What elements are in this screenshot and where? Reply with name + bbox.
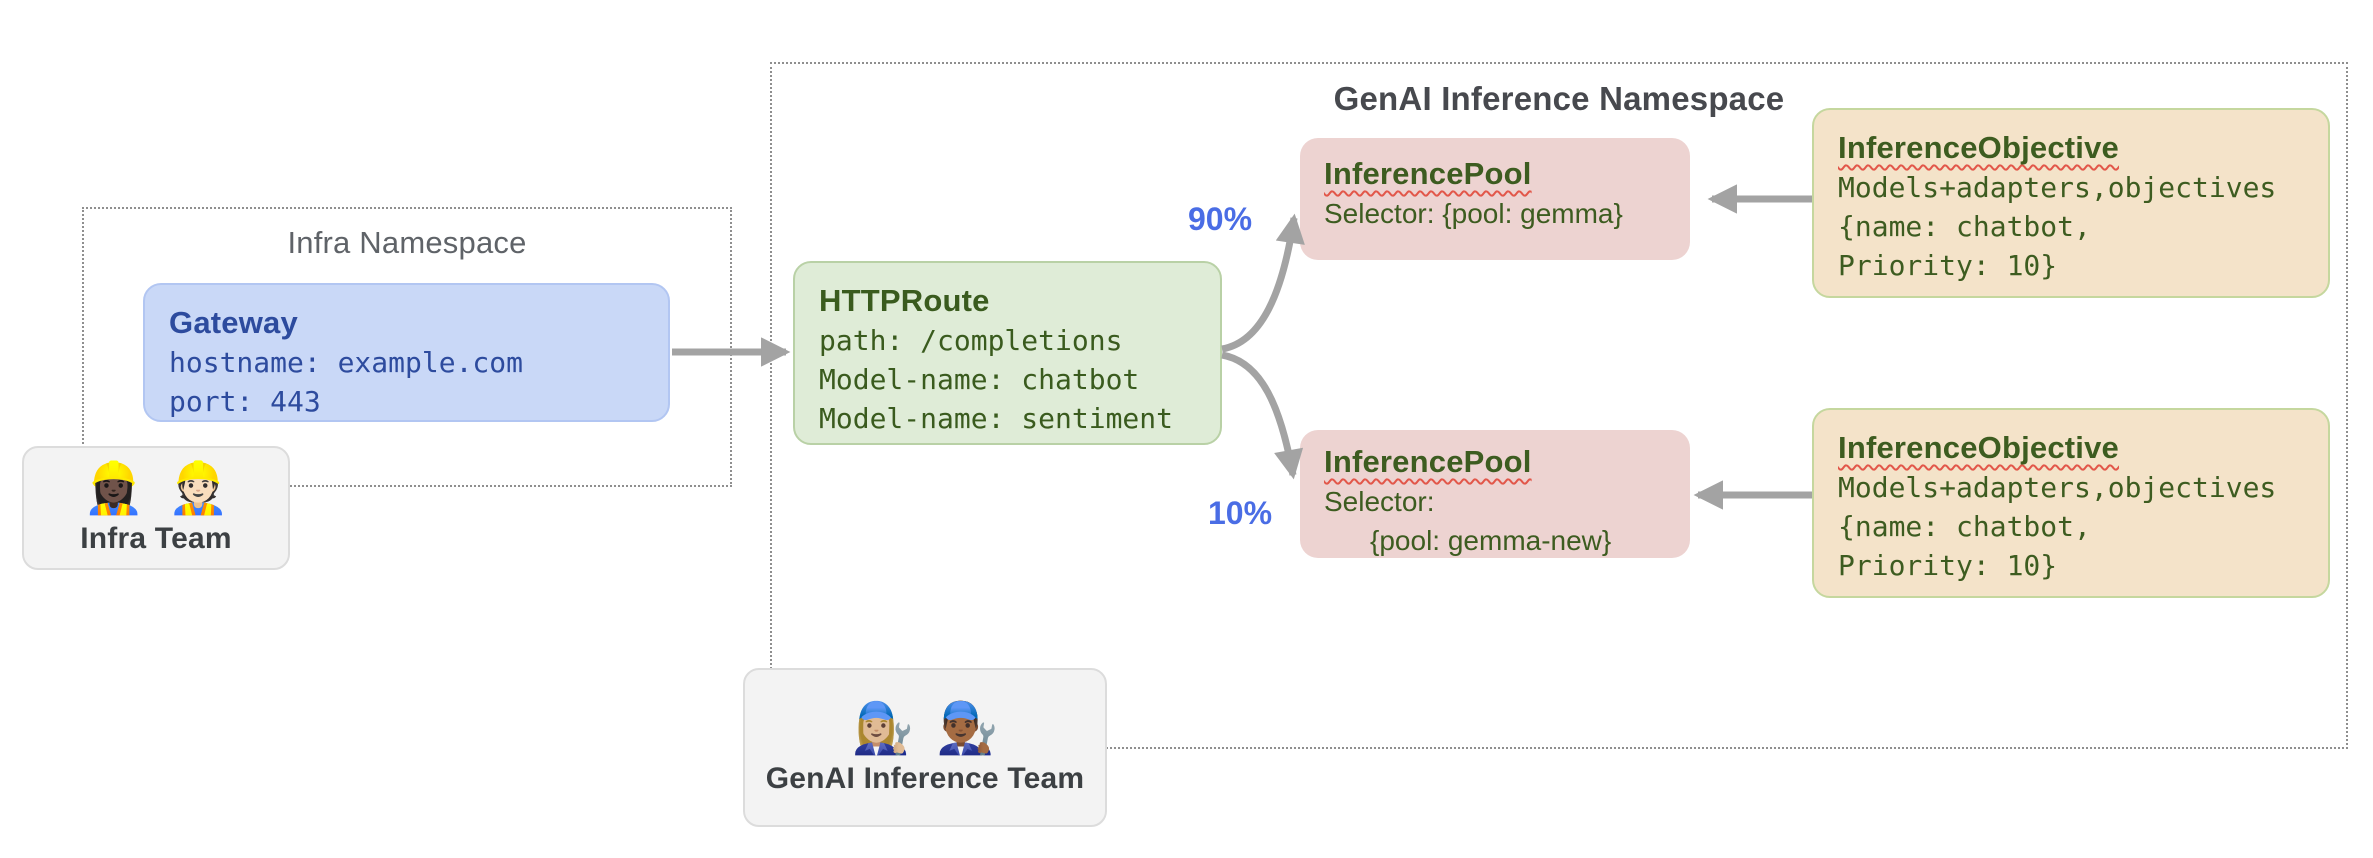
gateway-node: Gateway hostname: example.com port: 443 — [143, 283, 670, 422]
inferencepool-gemma-new-title-text: InferencePool — [1324, 444, 1532, 479]
traffic-split-90-label: 90% — [1188, 201, 1253, 237]
inferenceobjective-top-title-text: InferenceObjective — [1838, 130, 2119, 165]
inferenceobjective-top-priority: Priority: 10} — [1838, 249, 2058, 282]
infra-team-label: Infra Team — [80, 522, 232, 555]
infra-namespace-box: Infra Namespace — [82, 207, 732, 487]
inferencepool-gemma-new-title: InferencePool — [1324, 442, 1666, 482]
httproute-node: HTTPRoute path: /completions Model-name:… — [793, 261, 1222, 445]
inferenceobjective-bottom-models: Models+adapters,objectives — [1838, 471, 2277, 504]
httproute-model-chatbot: Model-name: chatbot — [819, 363, 1140, 396]
construction-worker-woman-emoji: 👷🏿‍♀️ — [82, 460, 145, 516]
gateway-title: Gateway — [169, 305, 298, 340]
inferenceobjective-top-name: {name: chatbot, — [1838, 210, 2091, 243]
mechanic-man-emoji: 👨🏾‍🔧 — [936, 699, 999, 756]
inferenceobjective-bottom-title-text: InferenceObjective — [1838, 430, 2119, 465]
inferenceobjective-top-models: Models+adapters,objectives — [1838, 171, 2277, 204]
inferenceobjective-bottom-node: InferenceObjective Models+adapters,objec… — [1812, 408, 2330, 598]
genai-team-emojis: 👩🏼‍🔧 👨🏾‍🔧 — [852, 700, 999, 756]
genai-team-card: 👩🏼‍🔧 👨🏾‍🔧 GenAI Inference Team — [743, 668, 1107, 827]
httproute-title: HTTPRoute — [819, 283, 990, 318]
infra-team-card: 👷🏿‍♀️ 👷🏻 Infra Team — [22, 446, 290, 570]
construction-worker-man-emoji: 👷🏻 — [167, 460, 230, 516]
gateway-port: port: 443 — [169, 385, 321, 418]
inferencepool-gemma-new-selector-value: {pool: gemma-new} — [1370, 525, 1612, 556]
genai-namespace-label: GenAI Inference Namespace — [1333, 80, 1785, 117]
inferencepool-gemma-selector: Selector: {pool: gemma} — [1324, 198, 1623, 229]
gateway-hostname: hostname: example.com — [169, 346, 524, 379]
mechanic-woman-emoji: 👩🏼‍🔧 — [851, 699, 914, 756]
infra-namespace-label: Infra Namespace — [287, 225, 527, 260]
inferenceobjective-top-title: InferenceObjective — [1838, 128, 2304, 168]
inferencepool-gemma-new-selector: Selector: — [1324, 486, 1435, 517]
inferenceobjective-top-node: InferenceObjective Models+adapters,objec… — [1812, 108, 2330, 298]
inferenceobjective-bottom-priority: Priority: 10} — [1838, 549, 2058, 582]
httproute-path: path: /completions — [819, 324, 1123, 357]
inferencepool-gemma-node: InferencePool Selector: {pool: gemma} — [1300, 138, 1690, 260]
genai-team-label: GenAI Inference Team — [765, 761, 1085, 795]
infra-team-emojis: 👷🏿‍♀️ 👷🏻 — [83, 460, 230, 516]
genai-namespace-box: GenAI Inference Namespace — [770, 62, 2348, 749]
inferenceobjective-bottom-name: {name: chatbot, — [1838, 510, 2091, 543]
inferencepool-gemma-title: InferencePool — [1324, 154, 1666, 194]
traffic-split-10-label: 10% — [1208, 495, 1273, 531]
httproute-model-sentiment: Model-name: sentiment — [819, 402, 1174, 435]
inferenceobjective-bottom-title: InferenceObjective — [1838, 428, 2304, 468]
inferencepool-gemma-title-text: InferencePool — [1324, 156, 1532, 191]
inferencepool-gemma-new-node: InferencePool Selector: {pool: gemma-new… — [1300, 430, 1690, 558]
